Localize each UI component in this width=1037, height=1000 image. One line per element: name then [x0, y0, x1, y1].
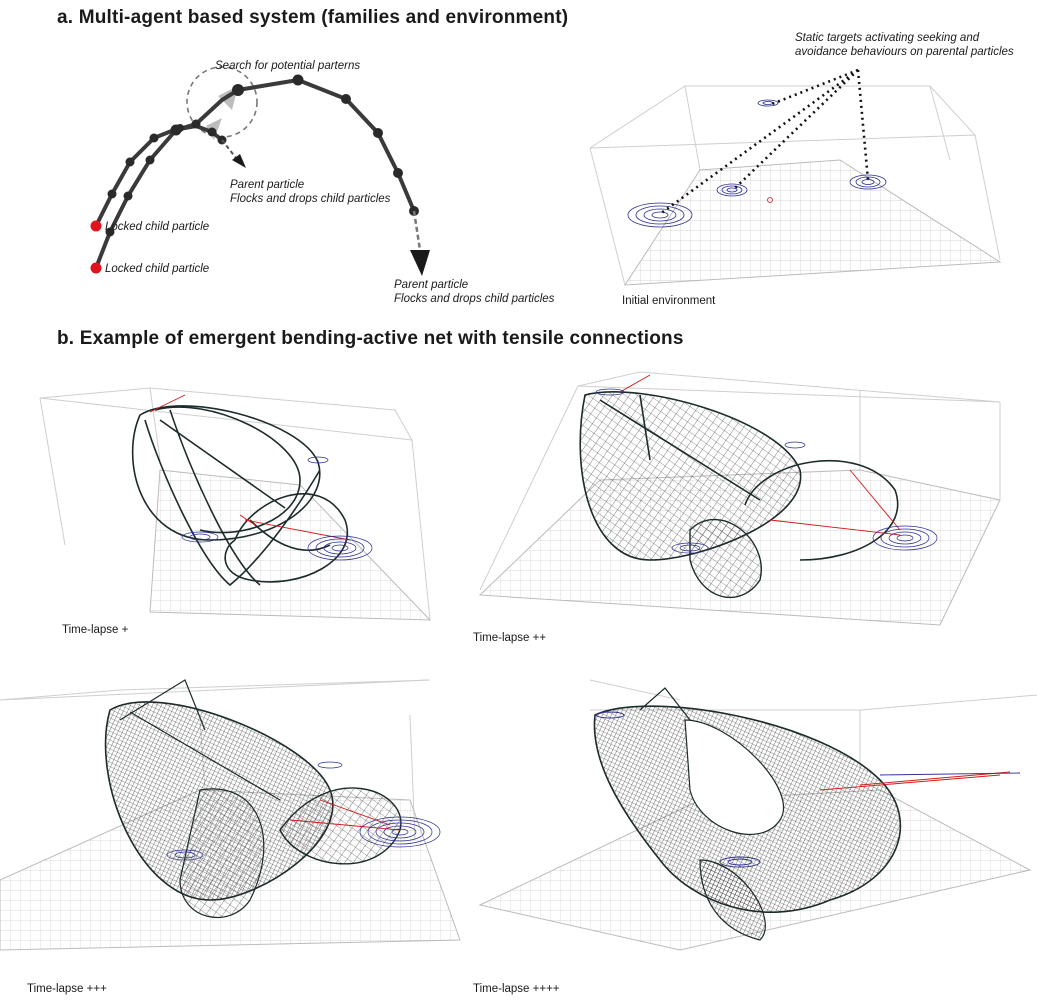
locked-node-2	[90, 262, 102, 274]
targets-line2: avoidance behaviours on parental particl…	[795, 46, 1014, 58]
panel-1-caption: Time-lapse +	[62, 624, 129, 636]
panel-4	[478, 679, 1037, 951]
panel-2	[478, 371, 1001, 626]
target-pointers	[659, 68, 870, 216]
panel-3	[0, 679, 461, 951]
parent2-line1: Parent particle	[394, 279, 469, 291]
parent2-line2: Flocks and drops child particles	[394, 293, 555, 305]
locked-node-1	[90, 220, 102, 232]
parent1-line1: Parent particle	[230, 179, 305, 191]
panel-3-caption: Time-lapse +++	[27, 983, 107, 995]
section-a-title: a. Multi-agent based system (families an…	[57, 7, 569, 28]
panel-2-caption: Time-lapse ++	[473, 632, 547, 644]
locked-label-1: Locked child particle	[105, 221, 210, 233]
arrow-head-2	[410, 250, 430, 276]
panel-4-caption: Time-lapse ++++	[473, 983, 560, 995]
target-rings	[627, 99, 887, 228]
section-b-title: b. Example of emergent bending-active ne…	[57, 328, 684, 349]
parent1-line2: Flocks and drops child particles	[230, 193, 391, 205]
arrow-head-1	[232, 154, 246, 168]
locked-label-2: Locked child particle	[105, 263, 210, 275]
chain-nodes	[105, 74, 419, 237]
search-label: Search for potential parterns	[215, 60, 361, 72]
env-caption: Initial environment	[622, 295, 716, 307]
targets-line1: Static targets activating seeking and	[795, 32, 980, 44]
panel-1	[39, 387, 432, 621]
